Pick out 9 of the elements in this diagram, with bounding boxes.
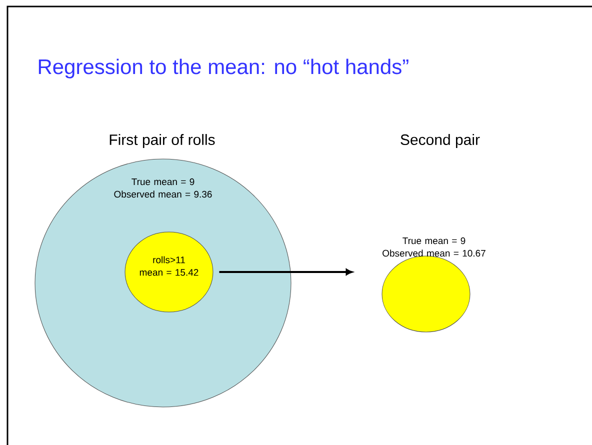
- slide-title: Regression to the mean: no “hot hands”: [38, 58, 408, 78]
- circle-label: rolls>11 mean = 15.42: [140, 256, 198, 276]
- circle-label: True mean = 9 Observed mean = 9.36: [114, 178, 212, 198]
- circle-label: True mean = 9 Observed mean = 10.67: [382, 237, 486, 257]
- group-heading: First pair of rolls: [110, 134, 215, 148]
- ellipse: [124, 232, 214, 312]
- ellipse: [382, 256, 470, 332]
- arrow: [219, 268, 352, 276]
- group-heading: Second pair: [400, 134, 480, 148]
